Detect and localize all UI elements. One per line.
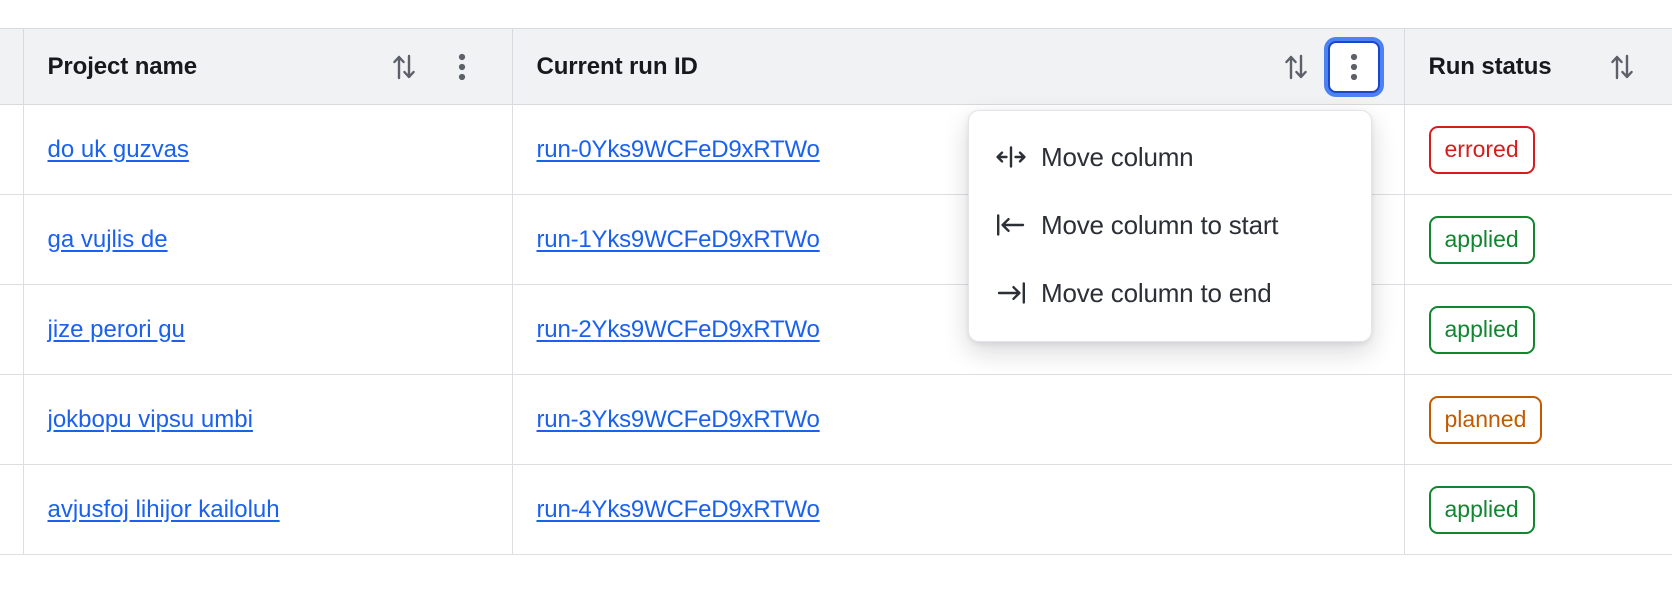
row-gutter-header	[0, 28, 24, 105]
kebab-menu-icon-current-run-id[interactable]	[1327, 40, 1380, 93]
status-badge: planned	[1428, 395, 1543, 444]
status-badge: errored	[1428, 125, 1535, 174]
column-header-run-status: Run status	[1404, 28, 1672, 105]
column-header-label: Project name	[47, 52, 198, 80]
menu-item-label: Move column to start	[1041, 209, 1279, 240]
table-row: avjusfoj lihijor kailoluh run-4Yks9WCFeD…	[0, 464, 1672, 555]
row-gutter-cell	[0, 284, 24, 375]
status-badge: applied	[1428, 305, 1535, 354]
row-gutter-cell	[0, 374, 24, 465]
cell-project-name: ga vujlis de	[23, 194, 513, 285]
move-to-start-icon	[995, 214, 1027, 236]
table-row: jokbopu vipsu umbi run-3Yks9WCFeD9xRTWo …	[0, 374, 1672, 465]
table-row: jize perori gu run-2Yks9WCFeD9xRTWo appl…	[0, 284, 1672, 375]
menu-item-move-column-to-start[interactable]: Move column to start	[969, 191, 1371, 259]
column-header-tools	[1596, 41, 1648, 93]
column-options-menu: Move column Move column to start Move co…	[968, 110, 1372, 342]
cell-run-status: applied	[1404, 194, 1672, 285]
run-id-link[interactable]: run-3Yks9WCFeD9xRTWo	[536, 405, 820, 433]
status-badge: applied	[1428, 485, 1535, 534]
header-row: Project name	[0, 28, 1672, 105]
move-column-icon	[995, 146, 1027, 168]
menu-item-label: Move column	[1041, 141, 1194, 172]
sort-updown-icon-current-run-id[interactable]	[1270, 41, 1322, 93]
cell-current-run-id: run-3Yks9WCFeD9xRTWo	[512, 374, 1405, 465]
row-gutter-cell	[0, 104, 24, 195]
menu-item-move-column[interactable]: Move column	[969, 123, 1371, 191]
projects-table-container: Project name	[0, 28, 1672, 555]
menu-item-label: Move column to end	[1041, 277, 1272, 308]
project-name-link[interactable]: jize perori gu	[47, 315, 185, 343]
column-header-label: Run status	[1428, 52, 1552, 80]
run-id-link[interactable]: run-0Yks9WCFeD9xRTWo	[536, 135, 820, 163]
status-badge: applied	[1428, 215, 1535, 264]
row-gutter-cell	[0, 464, 24, 555]
column-header-project-name: Project name	[23, 28, 513, 105]
run-id-link[interactable]: run-1Yks9WCFeD9xRTWo	[536, 225, 820, 253]
cell-current-run-id: run-4Yks9WCFeD9xRTWo	[512, 464, 1405, 555]
project-name-link[interactable]: avjusfoj lihijor kailoluh	[47, 495, 280, 523]
cell-run-status: planned	[1404, 374, 1672, 465]
cell-run-status: applied	[1404, 464, 1672, 555]
cell-project-name: do uk guzvas	[23, 104, 513, 195]
project-name-link[interactable]: do uk guzvas	[47, 135, 189, 163]
cell-run-status: applied	[1404, 284, 1672, 375]
run-id-link[interactable]: run-2Yks9WCFeD9xRTWo	[536, 315, 820, 343]
row-gutter-cell	[0, 194, 24, 285]
cell-project-name: jize perori gu	[23, 284, 513, 375]
column-header-tools	[378, 41, 488, 93]
table-body: do uk guzvas run-0Yks9WCFeD9xRTWo errore…	[0, 104, 1672, 555]
column-header-label: Current run ID	[536, 52, 698, 80]
move-to-end-icon	[995, 282, 1027, 304]
projects-table: Project name	[0, 28, 1672, 555]
run-id-link[interactable]: run-4Yks9WCFeD9xRTWo	[536, 495, 820, 523]
table-row: ga vujlis de run-1Yks9WCFeD9xRTWo applie…	[0, 194, 1672, 285]
project-name-link[interactable]: ga vujlis de	[47, 225, 168, 253]
cell-project-name: jokbopu vipsu umbi	[23, 374, 513, 465]
menu-item-move-column-to-end[interactable]: Move column to end	[969, 259, 1371, 327]
cell-project-name: avjusfoj lihijor kailoluh	[23, 464, 513, 555]
column-header-current-run-id: Current run ID	[512, 28, 1405, 105]
project-name-link[interactable]: jokbopu vipsu umbi	[47, 405, 253, 433]
sort-updown-icon-project-name[interactable]	[378, 41, 430, 93]
column-header-tools	[1270, 40, 1380, 93]
table-header: Project name	[0, 28, 1672, 105]
kebab-menu-icon-project-name[interactable]	[436, 41, 488, 93]
cell-run-status: errored	[1404, 104, 1672, 195]
sort-updown-icon-run-status[interactable]	[1596, 41, 1648, 93]
table-row: do uk guzvas run-0Yks9WCFeD9xRTWo errore…	[0, 104, 1672, 195]
